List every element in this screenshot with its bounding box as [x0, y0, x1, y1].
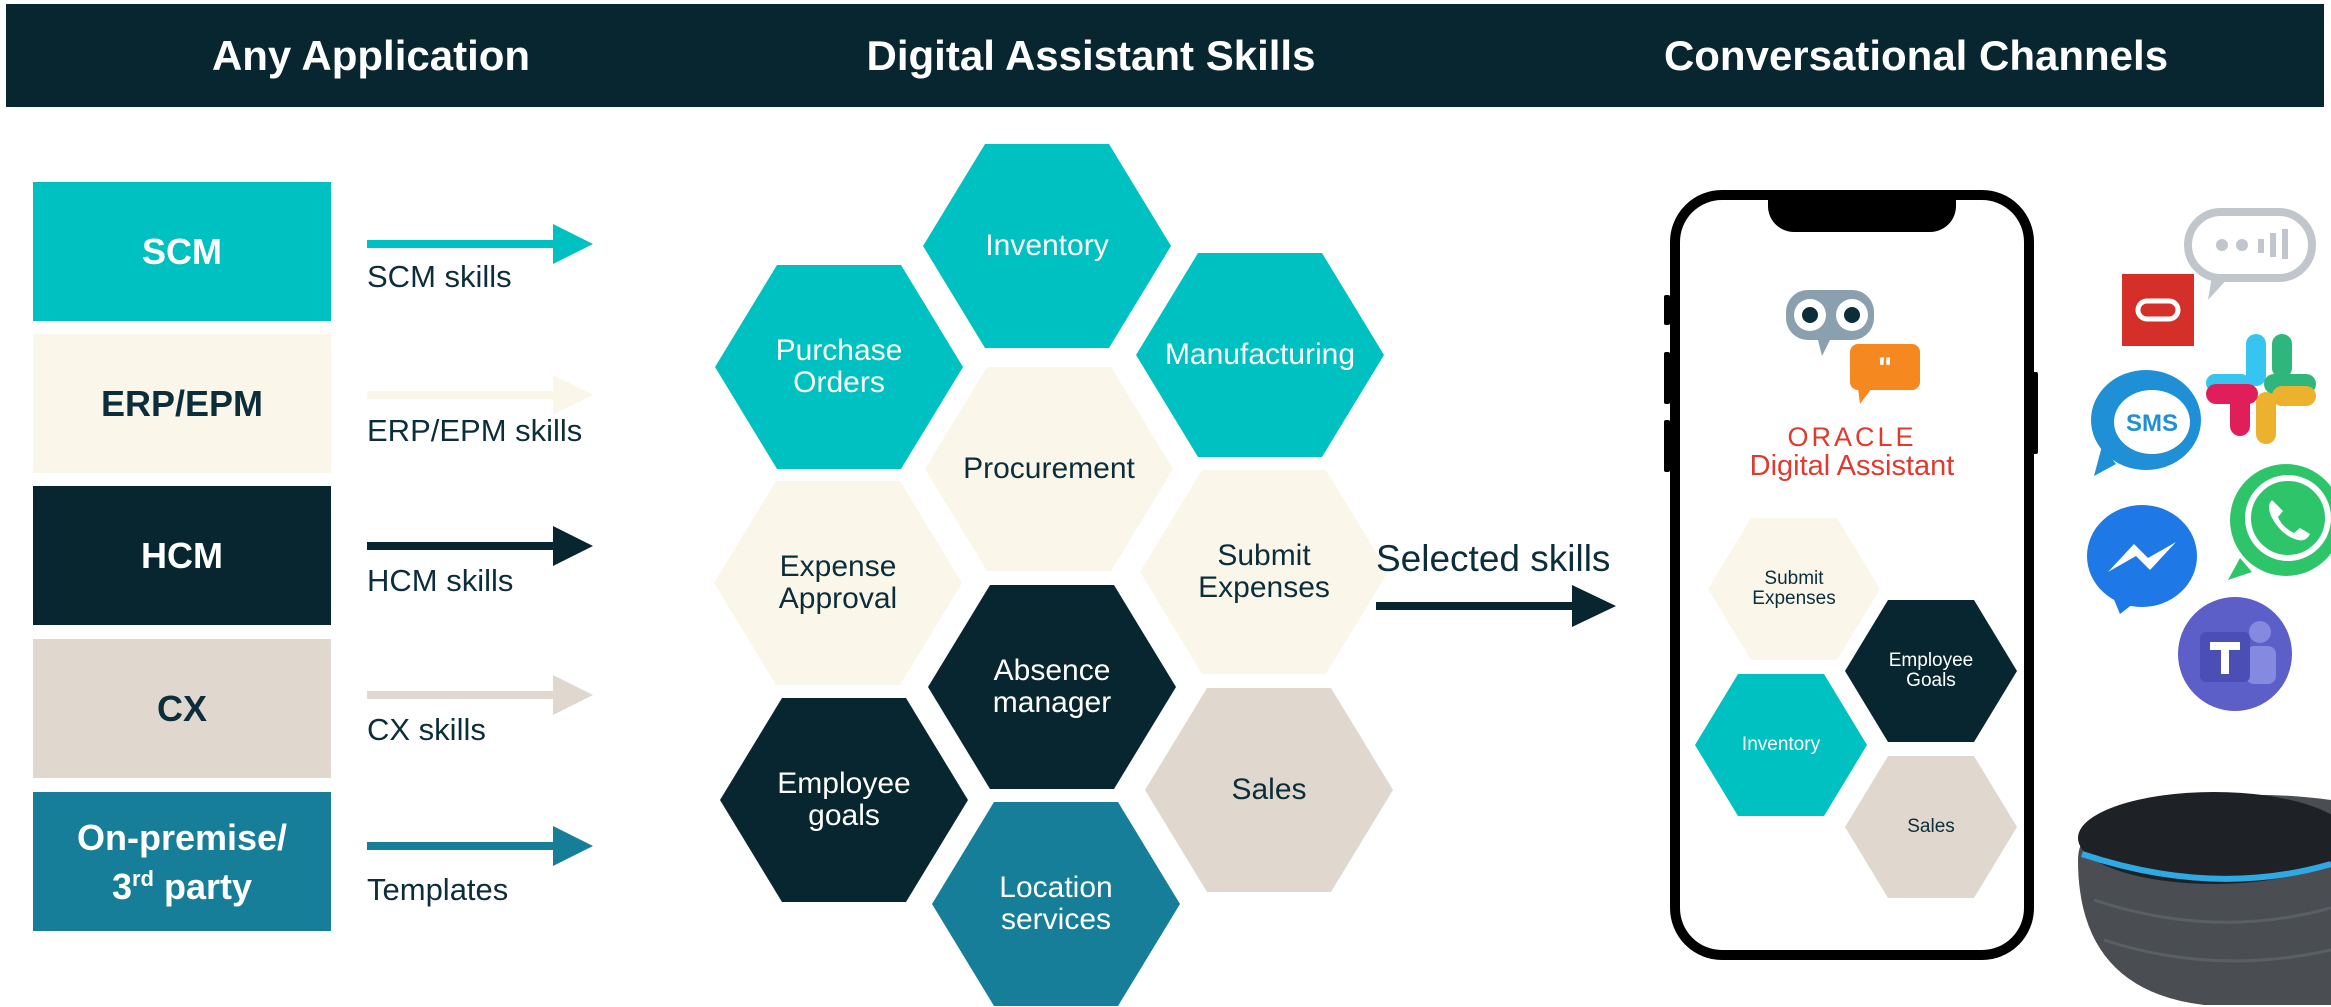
hcm-skills-label: HCM skills — [367, 563, 514, 598]
scm-arrow — [367, 224, 593, 264]
selected-skills-label: Selected skills — [1376, 538, 1611, 579]
phone-side-button — [1664, 420, 1670, 472]
hcm-arrow — [367, 526, 593, 566]
erp-skills-label: ERP/EPM skills — [367, 413, 583, 448]
oracle-wordmark: ORACLE — [1787, 422, 1917, 452]
digital-assistant-title: Digital Assistant — [1749, 450, 1955, 482]
cx-skills-label: CX skills — [367, 712, 486, 747]
phone-side-button — [2032, 372, 2038, 454]
app-label-scm: SCM — [142, 231, 222, 272]
app-box-erp-epm: ERP/EPM — [33, 334, 331, 473]
speech-bubble-icon — [2184, 208, 2316, 300]
phone-side-button — [1664, 295, 1670, 325]
phone-notch — [1768, 198, 1956, 232]
oracle-icon — [2122, 274, 2194, 346]
skill-hex-inventory: Inventory — [923, 144, 1171, 348]
selected-skills-arrow — [1376, 585, 1616, 627]
templates-arrow — [367, 826, 593, 866]
messenger-icon — [2087, 505, 2197, 614]
svg-text:": " — [1878, 352, 1892, 385]
skill-hex-sales: Sales — [1145, 688, 1393, 892]
app-box-on-premise: On-premise/ 3rd party — [33, 792, 331, 931]
app-label-erp-epm: ERP/EPM — [100, 383, 264, 424]
app-label-hcm: HCM — [141, 535, 223, 576]
cx-arrow — [367, 675, 593, 715]
templates-label: Templates — [367, 872, 509, 907]
header-bar: Any Application Digital Assistant Skills… — [6, 4, 2324, 107]
skill-hex-procurement: Procurement — [925, 367, 1173, 571]
app-label-on-premise-line2: 3rd party — [111, 865, 253, 907]
header-digital-assistant-skills: Digital Assistant Skills — [866, 32, 1316, 79]
whatsapp-icon — [2228, 464, 2331, 580]
phone-hex-inventory: Inventory — [1695, 674, 1867, 816]
slack-icon — [2206, 334, 2316, 444]
app-box-cx: CX — [33, 639, 331, 778]
svg-text:SMS: SMS — [2126, 410, 2178, 437]
erp-arrow — [367, 375, 593, 415]
app-box-scm: SCM — [33, 182, 331, 321]
app-label-on-premise-line1: On-premise/ — [76, 816, 288, 858]
app-label-cx: CX — [156, 688, 207, 729]
header-conversational-channels: Conversational Channels — [1663, 32, 2169, 79]
smart-speaker-icon — [2078, 792, 2331, 1005]
scm-skills-label: SCM skills — [367, 259, 512, 294]
header-any-application: Any Application — [211, 32, 531, 79]
phone-side-button — [1664, 352, 1670, 404]
teams-icon — [2178, 597, 2292, 711]
sms-icon: SMS — [2091, 370, 2201, 476]
digital-assistant-robot-icon: " — [1786, 290, 1920, 404]
skill-hex-manufacturing: Manufacturing — [1136, 253, 1384, 457]
app-box-hcm: HCM — [33, 486, 331, 625]
phone-hex-sales: Sales — [1845, 756, 2017, 898]
